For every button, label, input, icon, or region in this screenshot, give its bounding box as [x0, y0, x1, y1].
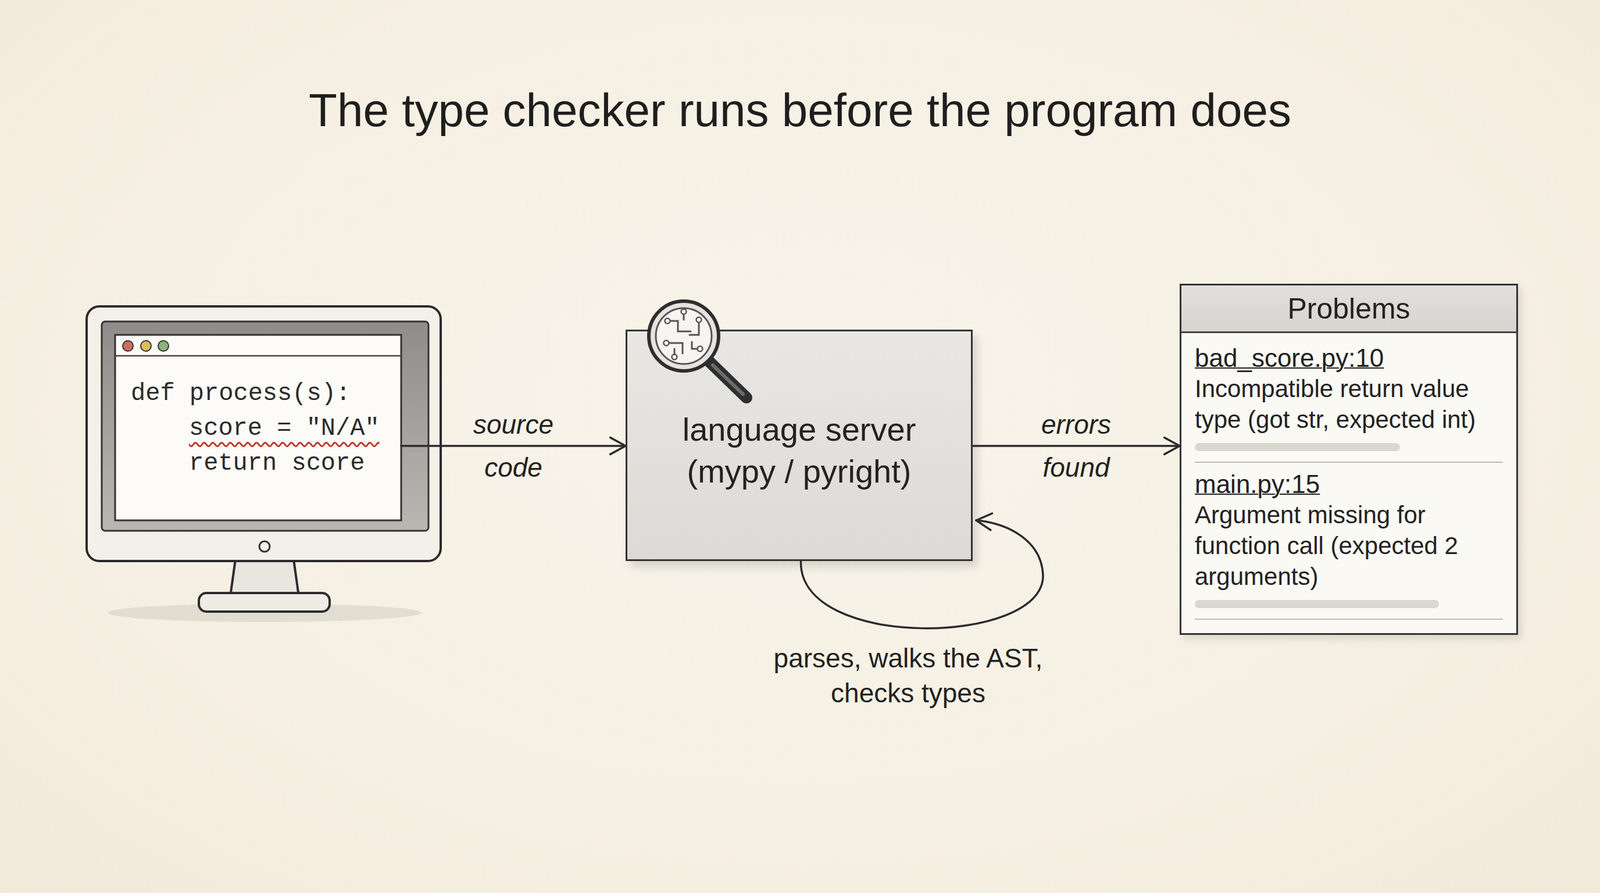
- arrow-head: [976, 513, 993, 531]
- panel-heading: Problems: [1287, 291, 1410, 327]
- code-line: return score: [130, 445, 402, 481]
- problems-panel: Problems bad_score.py:10Incompatible retu…: [1179, 283, 1519, 635]
- window-dot: [122, 340, 134, 352]
- edge-label: source code: [458, 402, 569, 489]
- connector-line: [800, 520, 1044, 629]
- connector-line: [401, 444, 626, 448]
- placeholder-bar: [1194, 600, 1439, 609]
- monitor-bezel: [86, 306, 441, 562]
- process-box: language server (mypy / pyright): [625, 329, 973, 562]
- code-line: score = "N/A": [130, 411, 402, 446]
- connector-line: [972, 444, 1180, 448]
- editor-window: [115, 334, 402, 521]
- monitor-base: [198, 593, 330, 612]
- edge-label: errors found: [1020, 402, 1132, 489]
- magnifier-icon: [648, 301, 747, 398]
- file-reference: main.py:15: [1194, 468, 1503, 500]
- screen-bezel: [101, 321, 429, 531]
- arrow-head: [1164, 437, 1180, 455]
- placeholder-bar: [1194, 443, 1400, 452]
- error-message: Incompatible return value type (got str,…: [1194, 373, 1493, 435]
- power-button: [259, 541, 270, 552]
- error-message: Argument missing for function call (expe…: [1194, 499, 1493, 592]
- connector-arrow: [401, 437, 626, 455]
- code-line: def process(s):: [130, 376, 402, 412]
- process-label: language server (mypy / pyright): [665, 408, 934, 493]
- edge-label: parses, walks the AST, checks types: [756, 640, 1060, 711]
- window-titlebar-line: [115, 355, 402, 357]
- monitor-neck: [230, 559, 299, 597]
- connector-arrow: [972, 437, 1180, 455]
- window-dot: [140, 340, 152, 352]
- loop-arrow: [800, 513, 1044, 629]
- panel-body: bad_score.py:10Incompatible return value…: [1181, 333, 1517, 620]
- diagram-title: The type checker runs before the program…: [0, 81, 1600, 140]
- problem-item: main.py:15Argument missing for function …: [1194, 462, 1503, 620]
- panel-header: Problems: [1181, 285, 1517, 334]
- window-dot: [158, 340, 169, 352]
- arrow-head: [610, 437, 626, 455]
- code-editor: def process(s):score = "N/A"return score: [115, 334, 402, 521]
- file-reference: bad_score.py:10: [1194, 342, 1503, 374]
- problem-item: bad_score.py:10Incompatible return value…: [1194, 333, 1503, 463]
